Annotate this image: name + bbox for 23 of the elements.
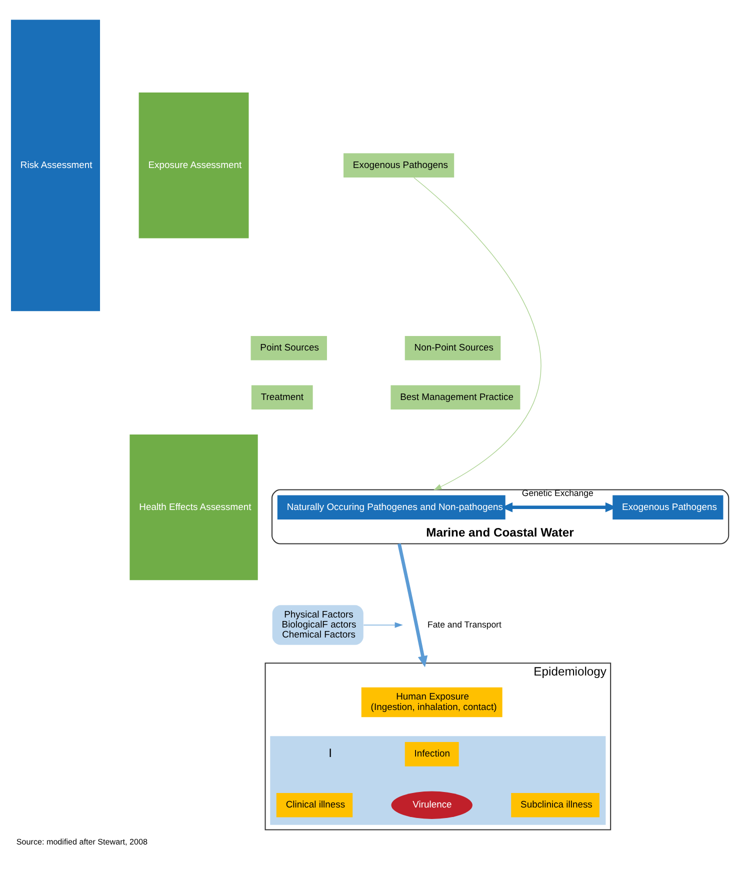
node-box: Exposure Assessment [138,92,249,238]
node-box: Treatment [251,385,313,410]
node-box: Risk Assessment [10,20,100,312]
arrow [363,622,403,628]
node-box: Clinical illness [276,792,353,818]
arrow [414,177,542,490]
node-box: Subclinica illness [511,792,600,818]
node-box: Human Exposure (Ingestion, inhalation, contact) [361,687,502,718]
arrow [398,543,428,668]
node-box: Exogenous Pathogens [344,153,454,178]
node-box: Exogenous Pathogens [612,495,724,520]
node-ellipse: Virulence [391,791,472,819]
cluster [270,736,606,825]
node-box: Naturally Occuring Pathogenes and Non-pathogens [277,495,506,520]
node-box: Health Effects Assessment [130,434,258,580]
node-box: Infection [404,742,459,766]
edge-label: Fate and Transport [427,619,502,630]
edge-label: Genetic Exchange [522,488,594,498]
node-box: Physical Factors BiologicalF actors Chemical Factors [272,605,364,645]
node-box: Best Management Practice [390,385,520,410]
label: I [328,746,332,760]
node-box: Non-Point Sources [404,336,501,360]
node-box: Point Sources [250,336,327,360]
